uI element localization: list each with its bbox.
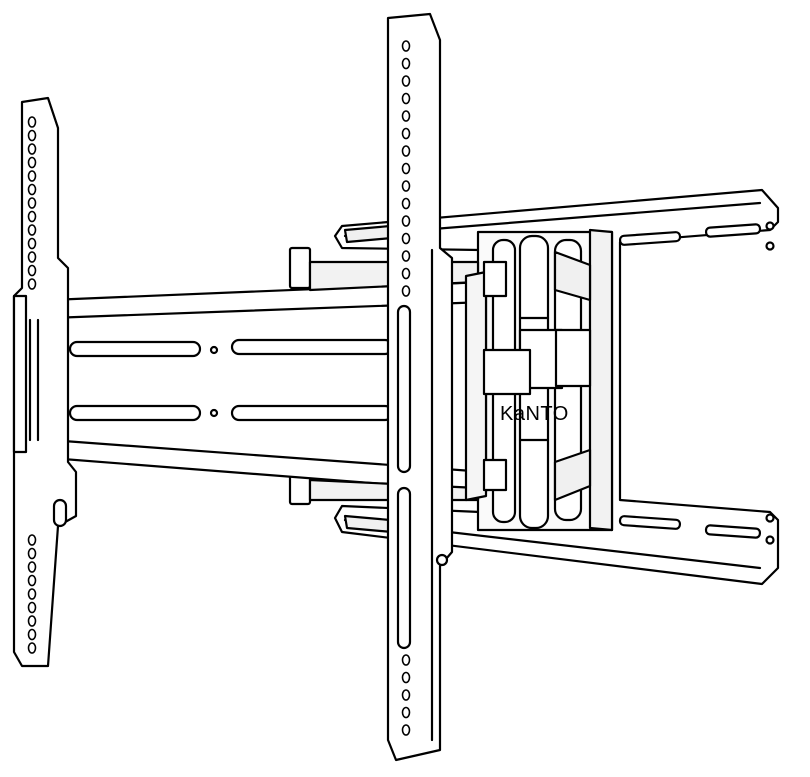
mounting-hole [401, 75, 411, 87]
mounting-hole [27, 615, 37, 627]
mounting-hole [401, 232, 411, 245]
extension-arm [48, 260, 532, 502]
right-tv-bracket [386, 12, 454, 762]
mounting-hole [27, 642, 37, 654]
mounting-hole [401, 671, 411, 684]
mounting-hole [401, 57, 411, 70]
mounting-hole [401, 689, 411, 701]
mounting-hole [401, 250, 411, 262]
mounting-hole [27, 170, 37, 182]
mounting-hole [27, 197, 37, 209]
mounting-hole [27, 561, 37, 573]
mounting-hole [401, 162, 411, 175]
mounting-hole [27, 251, 37, 263]
mounting-hole [27, 237, 37, 250]
mounting-hole [27, 224, 37, 236]
mounting-hole [27, 129, 37, 142]
mounting-hole [27, 116, 37, 128]
mounting-hole [401, 145, 411, 157]
mounting-hole [401, 724, 411, 736]
mounting-hole [401, 92, 411, 105]
mounting-hole [27, 156, 37, 169]
mounting-hole [27, 534, 37, 546]
mounting-hole [401, 654, 411, 666]
mounting-hole [401, 267, 411, 280]
brand-logo: KaNTO [500, 403, 569, 425]
mounting-hole [401, 127, 411, 140]
mounting-hole [27, 588, 37, 600]
mounting-hole [27, 210, 37, 223]
mounting-hole [27, 601, 37, 614]
mounting-hole [401, 180, 411, 192]
mounting-hole [27, 547, 37, 560]
mounting-hole [27, 143, 37, 155]
mounting-hole [27, 264, 37, 277]
mounting-hole [401, 110, 411, 122]
mounting-hole [27, 574, 37, 587]
left-tv-bracket [12, 96, 78, 668]
mounting-hole [27, 628, 37, 641]
mounting-hole [401, 215, 411, 227]
mounting-hole [27, 183, 37, 196]
mounting-hole [401, 285, 411, 297]
mounting-hole [401, 706, 411, 719]
mounting-hole [27, 278, 37, 290]
mounting-hole [401, 40, 411, 52]
mounting-hole [401, 197, 411, 210]
